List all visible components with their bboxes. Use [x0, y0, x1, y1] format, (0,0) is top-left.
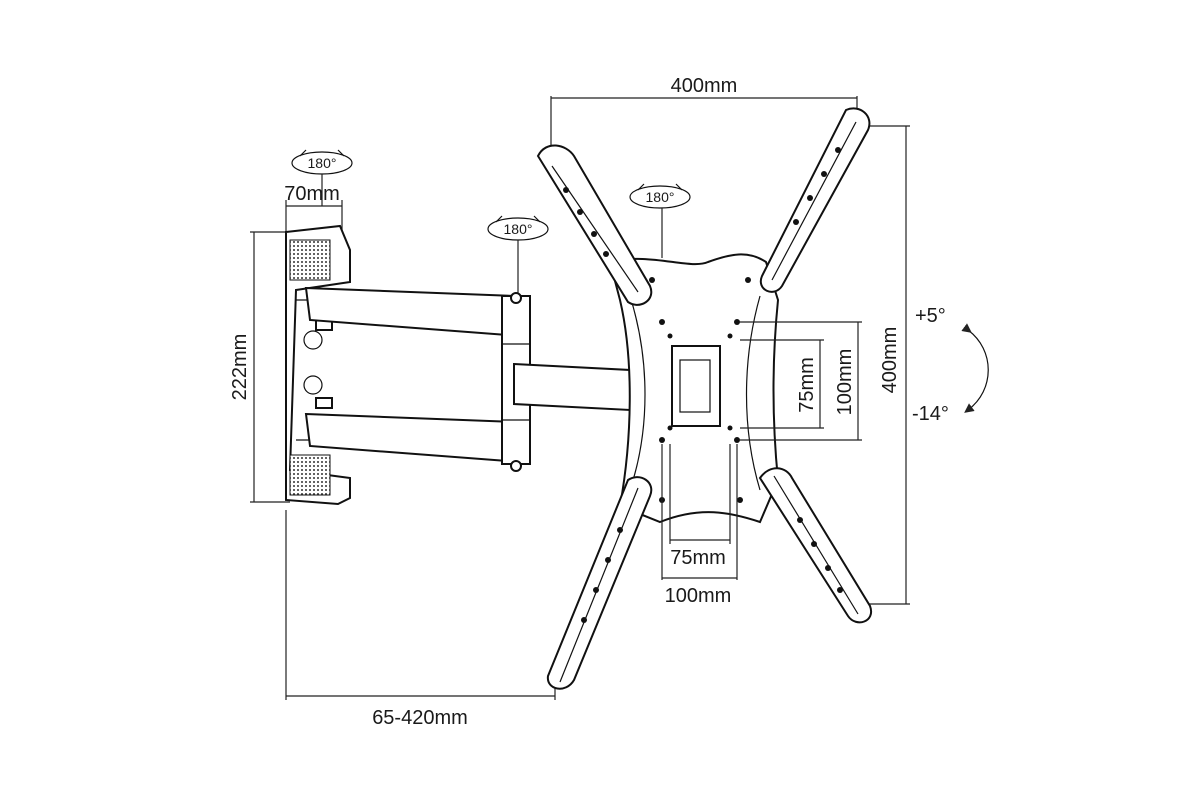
wall-plate-width-label: 70mm: [284, 183, 340, 205]
dimension-right-height: 400mm: [868, 125, 910, 605]
dimension-vesa-horizontal: 75mm 100mm: [661, 444, 738, 607]
rotation-badge-head: 180°: [629, 183, 691, 258]
rotation-arrow-icon: [495, 215, 541, 223]
rotation-badge-arm: 180°: [487, 215, 549, 296]
vesa-outer-h-label: 100mm: [665, 585, 732, 607]
vesa-holes: [649, 277, 751, 503]
wall-plate: [285, 224, 351, 506]
wall-plate-height-label: 222mm: [229, 334, 251, 401]
rail-top-right: [759, 107, 871, 293]
rotation-badge-wall: 180°: [291, 149, 353, 206]
rail-top-left: [536, 144, 653, 306]
rail-bottom-right: [758, 467, 873, 624]
vesa-outer-v-label: 100mm: [834, 349, 856, 416]
rotation-arrow-icon: [299, 149, 345, 157]
svg-text:180°: 180°: [504, 221, 533, 237]
dimension-top-width: 400mm: [550, 75, 858, 150]
top-width-label: 400mm: [671, 75, 738, 97]
rotation-arrow-icon: [637, 183, 683, 191]
dimension-wall-plate-height: 222mm: [229, 231, 290, 503]
vesa-inner-v-label: 75mm: [796, 357, 818, 413]
dimension-vesa-vertical: 75mm 100mm: [740, 321, 862, 441]
vesa-inner-h-label: 75mm: [670, 547, 726, 569]
tilt-indicator: +5° -14°: [912, 305, 989, 425]
articulating-arms: [304, 286, 631, 472]
dimension-extension: 65-420mm: [285, 510, 556, 729]
tilt-arrow-icon: [961, 323, 989, 413]
svg-text:180°: 180°: [646, 189, 675, 205]
extension-label: 65-420mm: [372, 707, 468, 729]
right-height-label: 400mm: [879, 327, 901, 394]
svg-text:180°: 180°: [308, 155, 337, 171]
rail-bottom-left: [546, 476, 653, 690]
tilt-up-label: +5°: [915, 305, 946, 327]
tilt-down-label: -14°: [912, 403, 949, 425]
center-vesa-plate: [608, 253, 780, 524]
